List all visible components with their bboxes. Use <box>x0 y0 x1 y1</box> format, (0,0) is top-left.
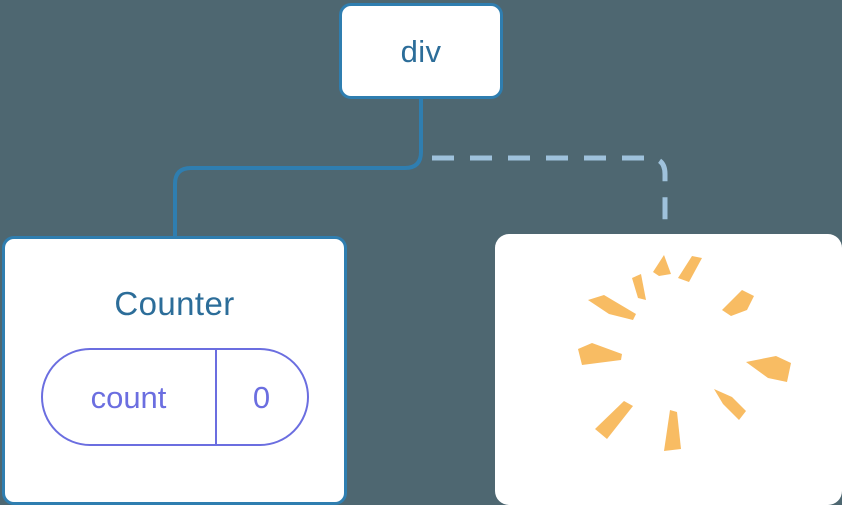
node-counter[interactable]: Counter count 0 <box>2 236 347 505</box>
edge-div-to-render-output <box>432 155 668 237</box>
node-div[interactable]: div <box>339 3 503 99</box>
state-key-label: count <box>90 379 167 415</box>
ray-ese <box>714 389 746 420</box>
state-pill-divider <box>214 350 217 444</box>
sparkle-burst-icon <box>578 255 791 451</box>
ray-ne <box>722 290 754 316</box>
edge-div-to-counter <box>173 99 423 238</box>
node-div-label: div <box>400 33 442 69</box>
ray-nne <box>678 256 702 282</box>
ray-nnw <box>632 274 646 300</box>
ray-sw <box>595 401 633 439</box>
ray-s <box>664 410 681 451</box>
ray-w <box>578 343 622 365</box>
state-value-label: 0 <box>252 379 271 415</box>
state-pill-count[interactable]: count 0 <box>40 348 309 446</box>
ray-e <box>746 356 791 382</box>
ray-nw <box>588 295 636 320</box>
node-render-output[interactable] <box>495 234 842 505</box>
node-counter-label: Counter <box>114 285 235 322</box>
ray-n <box>653 255 671 276</box>
